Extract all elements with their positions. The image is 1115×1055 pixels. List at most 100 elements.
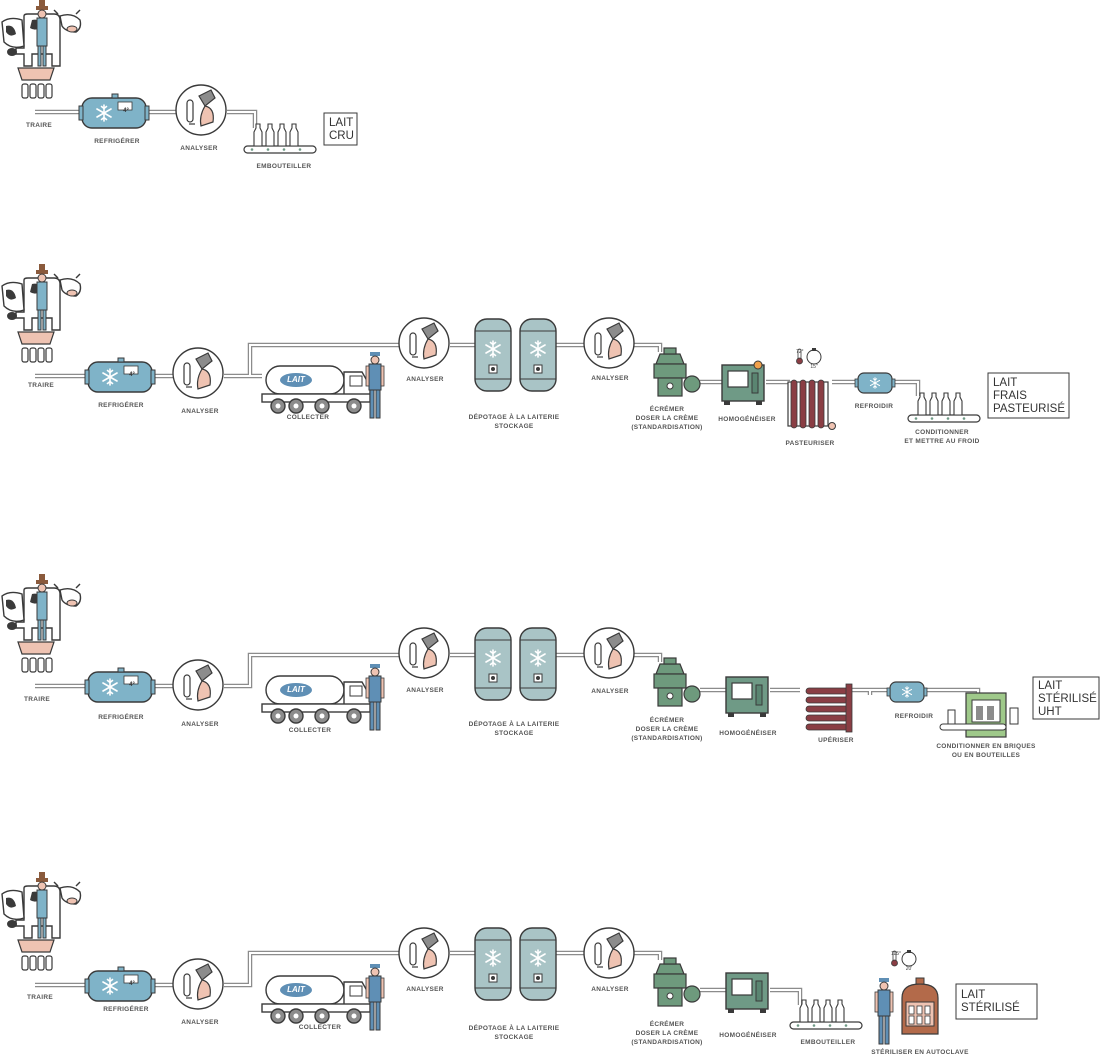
driver-icon bbox=[365, 351, 385, 419]
analysis-icon bbox=[583, 317, 635, 369]
storage-silo-icon bbox=[475, 319, 511, 391]
analysis-icon bbox=[172, 958, 224, 1010]
step-label-stockage: STOCKAGE bbox=[494, 423, 533, 430]
storage-silo-icon bbox=[520, 628, 556, 700]
step-label-refrigerer: REFRIGÉRER bbox=[98, 712, 144, 721]
step-label-standardisation: (STANDARDISATION) bbox=[631, 735, 702, 742]
result-box bbox=[987, 372, 1070, 419]
step-label-doser-creme: DOSER LA CRÈME bbox=[636, 724, 699, 733]
step-label-homogeneiser: HOMOGÉNÉISER bbox=[718, 414, 775, 423]
refrigeration-tank-icon bbox=[85, 967, 155, 1001]
result-line-2: CRU bbox=[329, 130, 354, 142]
analysis-icon bbox=[175, 84, 227, 136]
step-label-homogeneiser: HOMOGÉNÉISER bbox=[719, 1030, 776, 1039]
temperature-label: 4° bbox=[129, 372, 135, 378]
step-label-refroidir: REFROIDIR bbox=[895, 713, 933, 720]
step-label-analyser: ANALYSER bbox=[406, 986, 444, 993]
temperature-label: 4° bbox=[129, 981, 135, 987]
result-box bbox=[323, 112, 358, 146]
cow-milking-icon bbox=[1, 871, 82, 971]
row-lait-sterilise-uht: 4° LAIT TRAIRE REFRIGÉRER ANALYSER COLLE… bbox=[1, 573, 1100, 759]
row-lait-frais-pasteurise: 4° LAIT 72° 15" TRAIRE REFRIGÉRER ANALYS… bbox=[1, 263, 1070, 447]
step-label-refrigerer: REFRIGÉRER bbox=[94, 136, 140, 145]
analysis-icon bbox=[583, 627, 635, 679]
step-label-embouteiller: EMBOUTEILLER bbox=[257, 163, 312, 170]
row-lait-sterilise: 4° LAIT 115° 20' TRAIRE REFRIGÉRER ANALY… bbox=[1, 871, 1038, 1055]
bottling-conveyor-icon bbox=[243, 123, 317, 154]
step-label-analyser: ANALYSER bbox=[591, 375, 629, 382]
refrigeration-tank-icon bbox=[79, 94, 149, 128]
temperature-label: 4° bbox=[123, 108, 129, 114]
result-box bbox=[955, 983, 1038, 1020]
step-label-depotage: DÉPOTAGE À LA LAITERIE bbox=[469, 719, 560, 728]
result-line-1: LAIT bbox=[993, 377, 1017, 389]
result-line-2: STÉRILISÉ bbox=[961, 1001, 1020, 1014]
step-label-steriliser-autoclave: STÉRILISER EN AUTOCLAVE bbox=[871, 1047, 969, 1055]
result-line-1: LAIT bbox=[961, 989, 985, 1001]
analysis-icon bbox=[172, 659, 224, 711]
homogeniser-icon bbox=[725, 676, 769, 718]
step-label-refroidir: REFROIDIR bbox=[855, 403, 893, 410]
pasteuriser-icon bbox=[787, 379, 837, 431]
step-label-analyser: ANALYSER bbox=[181, 408, 219, 415]
analysis-icon bbox=[398, 927, 450, 979]
step-label-conditionner: CONDITIONNER EN BRIQUES bbox=[936, 743, 1036, 750]
collection-truck-icon bbox=[261, 975, 371, 1024]
step-label-depotage: DÉPOTAGE À LA LAITERIE bbox=[469, 1023, 560, 1032]
cream-separator-icon bbox=[653, 347, 701, 397]
cream-separator-icon bbox=[653, 957, 701, 1007]
step-label-traire: TRAIRE bbox=[26, 122, 52, 129]
autoclave-icon bbox=[901, 977, 939, 1035]
storage-silo-icon bbox=[520, 319, 556, 391]
step-label-analyser: ANALYSER bbox=[406, 687, 444, 694]
result-line-1: LAIT bbox=[329, 117, 353, 129]
cow-milking-icon bbox=[1, 263, 82, 363]
cow-milking-icon bbox=[1, 573, 82, 673]
step-label-collecter: COLLECTER bbox=[287, 414, 329, 421]
result-line-2: FRAIS bbox=[993, 390, 1027, 402]
step-label-pasteuriser: PASTEURISER bbox=[785, 440, 834, 447]
step-label-stockage: STOCKAGE bbox=[494, 730, 533, 737]
step-label-embouteiller: EMBOUTEILLER bbox=[801, 1039, 856, 1046]
step-label-collecter: COLLECTER bbox=[289, 727, 331, 734]
cream-separator-icon bbox=[653, 657, 701, 707]
step-label-analyser: ANALYSER bbox=[181, 1019, 219, 1026]
packaging-conveyor-icon bbox=[907, 392, 981, 423]
storage-silo-icon bbox=[520, 928, 556, 1000]
step-label-ecremer: ÉCRÉMER bbox=[650, 1019, 685, 1028]
cooler-icon bbox=[855, 373, 895, 393]
technician-icon bbox=[874, 977, 894, 1045]
refrigeration-tank-icon bbox=[85, 668, 155, 702]
step-label-analyser: ANALYSER bbox=[406, 376, 444, 383]
truck-logo: LAIT bbox=[287, 685, 306, 694]
step-label-mettre-au-froid: ET METTRE AU FROID bbox=[904, 438, 979, 445]
step-label-conditionner: CONDITIONNER bbox=[915, 429, 969, 436]
pasteurise-temperature: 72° bbox=[796, 349, 804, 355]
step-label-uperiser: UPÉRISER bbox=[818, 735, 854, 744]
truck-logo: LAIT bbox=[287, 985, 306, 994]
analysis-icon bbox=[172, 347, 224, 399]
result-line-2: STÉRILISÉ bbox=[1038, 692, 1097, 705]
step-label-bouteilles: OU EN BOUTEILLES bbox=[952, 752, 1021, 759]
step-label-standardisation: (STANDARDISATION) bbox=[631, 424, 702, 431]
carton-packaging-machine-icon bbox=[939, 692, 1019, 738]
cow-milking-icon bbox=[1, 0, 82, 99]
step-label-refrigerer: REFRIGÉRER bbox=[98, 400, 144, 409]
step-label-depotage: DÉPOTAGE À LA LAITERIE bbox=[469, 412, 560, 421]
row-lait-cru: 4° TRAIRE REFRIGÉRER ANALYSER EMBOUTEILL… bbox=[1, 0, 358, 170]
step-label-doser-creme: DOSER LA CRÈME bbox=[636, 413, 699, 422]
collection-truck-icon bbox=[261, 365, 371, 414]
result-box bbox=[1032, 676, 1100, 720]
temperature-label: 4° bbox=[129, 682, 135, 688]
homogeniser-icon bbox=[725, 972, 769, 1014]
step-label-analyser: ANALYSER bbox=[180, 145, 218, 152]
step-label-standardisation: (STANDARDISATION) bbox=[631, 1039, 702, 1046]
homogeniser-icon bbox=[721, 364, 765, 406]
refrigeration-tank-icon bbox=[85, 358, 155, 392]
driver-icon bbox=[365, 963, 385, 1031]
step-label-collecter: COLLECTER bbox=[299, 1024, 341, 1031]
driver-icon bbox=[365, 663, 385, 731]
step-label-ecremer: ÉCRÉMER bbox=[650, 715, 685, 724]
step-label-analyser: ANALYSER bbox=[591, 688, 629, 695]
